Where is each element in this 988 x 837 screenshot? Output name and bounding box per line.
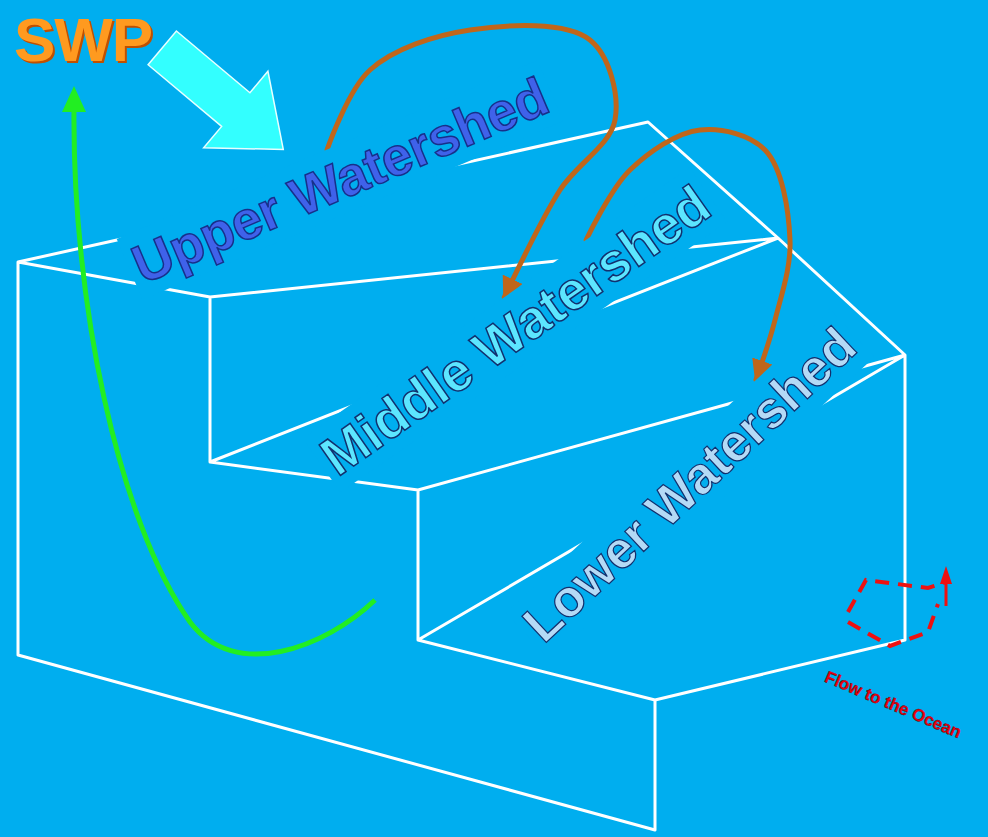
flow-label: Flow to the Ocean [822,667,964,742]
title: SWP [14,4,152,75]
title-box: SWP [14,4,152,75]
block-arrow [130,10,315,188]
watershed-step: Upper Watershed [117,60,564,299]
step-label: Middle Watershed [309,173,721,488]
return-arrow-head [62,86,86,112]
watershed-step: Lower Watershed [506,310,874,659]
ocean-arrow-head [940,566,952,584]
step-label: Lower Watershed [512,316,868,654]
watershed-step: Middle Watershed [303,168,728,493]
dashed-line [848,604,938,646]
ocean-flow-mark [848,580,946,646]
ocean-arrow-shaft [945,584,948,606]
step-label: Upper Watershed [123,64,557,295]
dashed-line [848,580,946,612]
block-arrow-shape [130,10,315,188]
label-box: Flow to the Ocean [822,667,964,742]
